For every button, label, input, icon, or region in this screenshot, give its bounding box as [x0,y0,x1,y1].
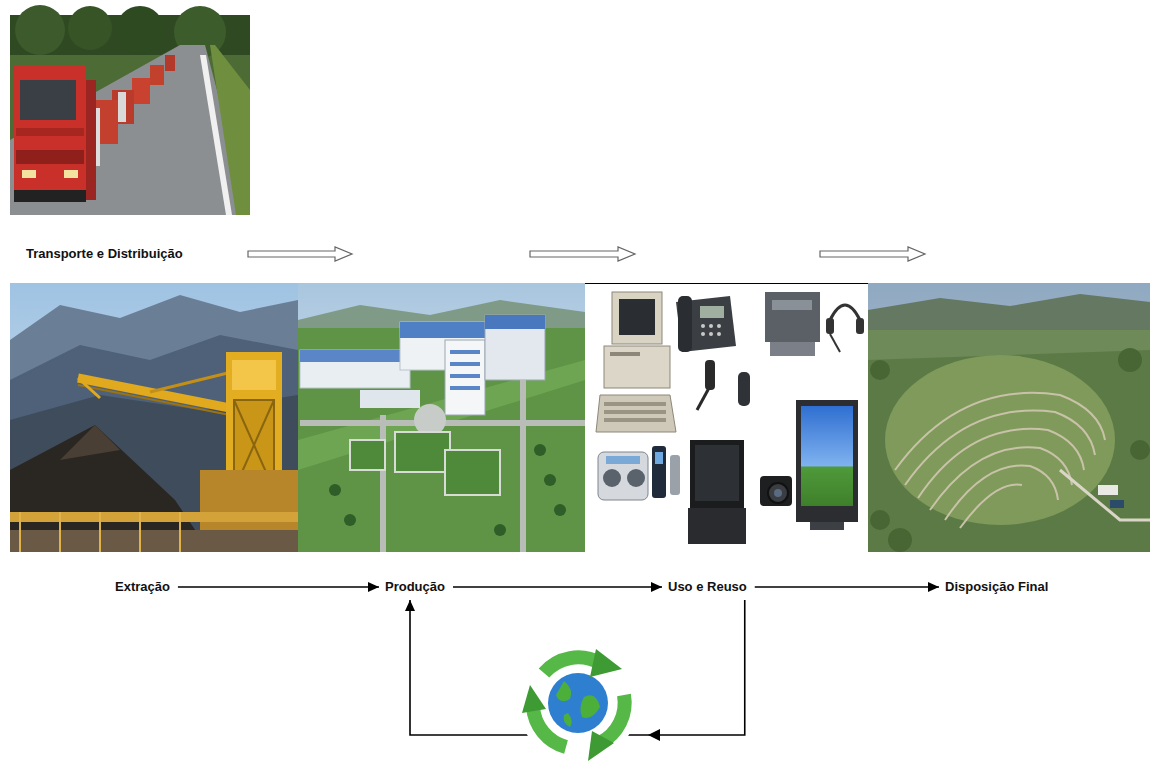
arrow-head [405,600,415,611]
flow-arrow [453,582,662,592]
factory-photo [298,283,585,552]
mining-photo [10,283,298,552]
hollow-arrow [248,247,925,261]
truck-photo [10,5,250,215]
stage-name: Uso e Reuso [668,579,747,595]
stage-name: Disposição Final [945,579,1048,595]
flow-arrow [178,582,379,592]
stage-label: Transporte e Distribuição [24,245,185,263]
stage-label: Uso e Reuso [666,578,749,596]
arrow-head [928,582,939,592]
stage-name: Transporte e Distribuição [26,246,183,262]
arrow-head [368,582,379,592]
flow-line [178,586,379,588]
landfill-photo [868,283,1150,552]
flow-line [755,586,939,588]
arrow-head [651,582,662,592]
flow-arrow [755,582,939,592]
stage-name: Extração [115,579,170,595]
stage-name: Produção [385,579,445,595]
flow-line [453,586,662,588]
electronics-panel [585,283,868,552]
stage-label: Produção [383,578,447,596]
stage-label: Extração [113,578,172,596]
stage-label: Disposição Final [943,578,1050,596]
